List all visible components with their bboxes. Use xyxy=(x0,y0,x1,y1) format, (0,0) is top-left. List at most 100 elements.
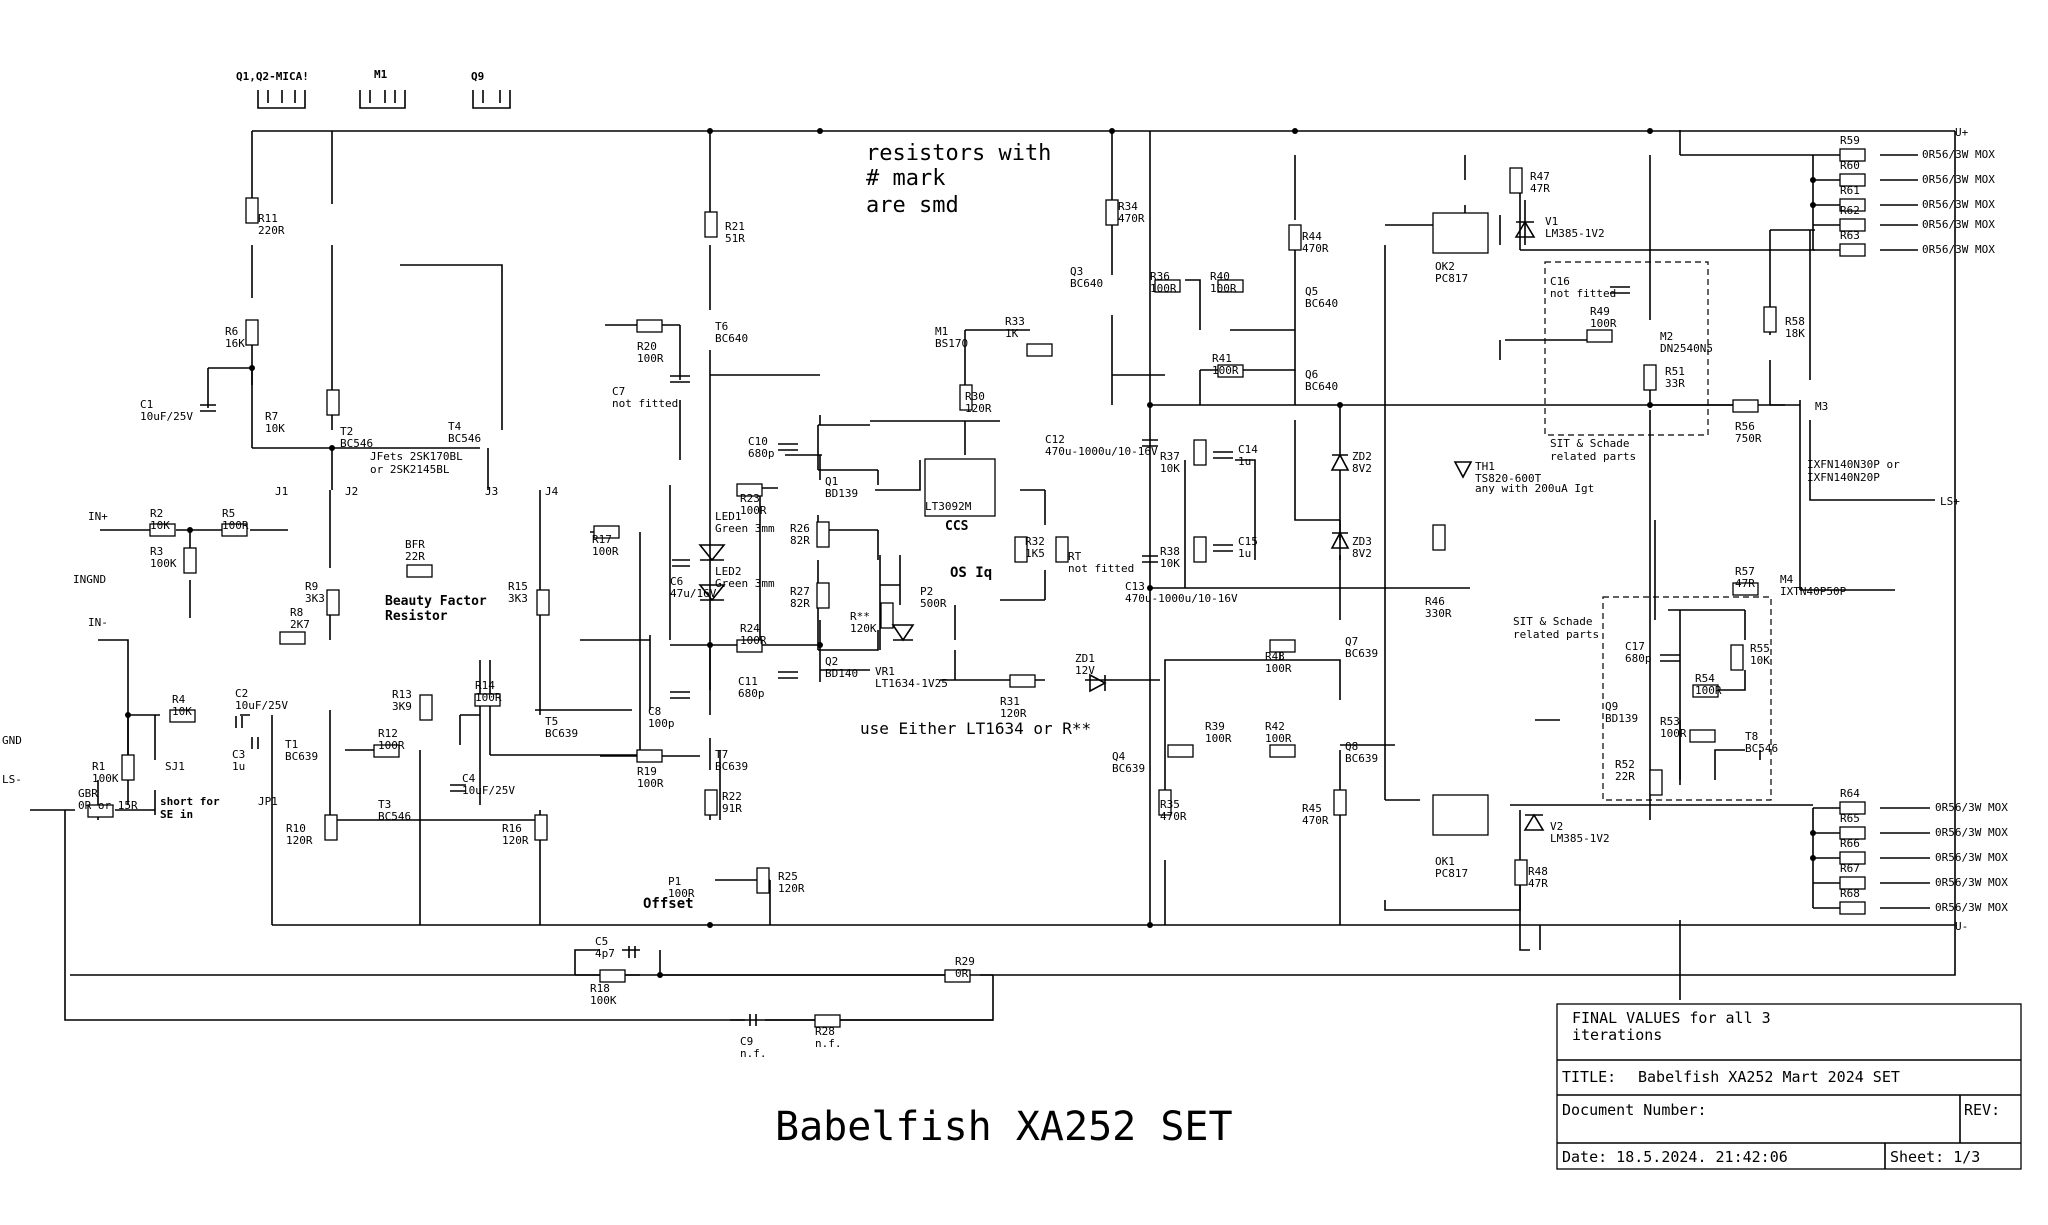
part-label-c13: C13 xyxy=(1125,580,1145,593)
part-value-led2: Green 3mm xyxy=(715,577,775,590)
part-label-led2: LED2 xyxy=(715,565,742,578)
part-label-zd1: ZD1 xyxy=(1075,652,1095,665)
part-value-r1: 100K xyxy=(92,772,119,785)
svg-text:0R56/3W MOX: 0R56/3W MOX xyxy=(1935,876,2008,889)
part-label-t8: T8 xyxy=(1745,730,1758,743)
part-label-r10: R10 xyxy=(286,822,306,835)
part-value-r26: 82R xyxy=(790,534,810,547)
part-value-r36: 100R xyxy=(1150,282,1177,295)
part-label-r62: R62 xyxy=(1840,204,1860,217)
part-value-r53: 100R xyxy=(1660,727,1687,740)
part-label-q2: Q2 xyxy=(825,655,838,668)
part-label-c7: C7 xyxy=(612,385,625,398)
part-label-r5: R5 xyxy=(222,507,235,520)
part-label-t7: T7 xyxy=(715,748,728,761)
sit-bot-note-line1: SIT & Schade xyxy=(1513,615,1592,628)
part-value-r: 120K xyxy=(850,622,877,635)
part-label-t6: T6 xyxy=(715,320,728,333)
part-label-r46: R46 xyxy=(1425,595,1445,608)
part-label-r1: R1 xyxy=(92,760,105,773)
part-label-sj1: SJ1 xyxy=(165,760,185,773)
part-label-r31: R31 xyxy=(1000,695,1020,708)
use-either-note: use Either LT1634 or R** xyxy=(860,719,1091,738)
part-label-r44: R44 xyxy=(1302,230,1322,243)
svg-text:0R56/3W MOX: 0R56/3W MOX xyxy=(1922,243,1995,256)
part-label-r18: R18 xyxy=(590,982,610,995)
part-label-c1: C1 xyxy=(140,398,153,411)
part-label-r6: R6 xyxy=(225,325,238,338)
part-label-r: R** xyxy=(850,610,870,623)
part-label-j2: J2 xyxy=(345,485,358,498)
part-value-c1: 10uF/25V xyxy=(140,410,193,423)
part-label-c14: C14 xyxy=(1238,443,1258,456)
part-label-t1: T1 xyxy=(285,738,298,751)
port-in-plus: IN+ xyxy=(88,510,108,523)
ccs-note: CCS xyxy=(945,519,969,534)
part-value-r38: 10K xyxy=(1160,557,1180,570)
part-value-p2: 500R xyxy=(920,597,947,610)
part-label-t2: T2 xyxy=(340,425,353,438)
part-label-r56: R56 xyxy=(1735,420,1755,433)
part-value-c8: 100p xyxy=(648,717,675,730)
part-label-bfr: BFR xyxy=(405,538,425,551)
part-value-t4: BC546 xyxy=(448,432,481,445)
part-value-r9: 3K3 xyxy=(305,592,325,605)
part-value-r23: 100R xyxy=(740,504,767,517)
part-value-r29: 0R xyxy=(955,967,969,980)
part-value-r4: 10K xyxy=(172,705,192,718)
part-value-c7: not fitted xyxy=(612,397,678,410)
part-value-r35: 470R xyxy=(1160,810,1187,823)
component-bodies xyxy=(87,148,1866,1028)
part-value-q4: BC639 xyxy=(1112,762,1145,775)
part-value-c3: 1u xyxy=(232,760,245,773)
part-value-r21: 51R xyxy=(725,232,745,245)
part-value-r58: 18K xyxy=(1785,327,1805,340)
part-label-r7: R7 xyxy=(265,410,278,423)
part-value-ok2: PC817 xyxy=(1435,272,1468,285)
title-label: TITLE: xyxy=(1562,1068,1616,1086)
offset-note: Offset xyxy=(643,896,694,912)
part-label-q7: Q7 xyxy=(1345,635,1358,648)
part-value-rt: not fitted xyxy=(1068,562,1134,575)
part-label-v2: V2 xyxy=(1550,820,1563,833)
sit-top-note-line1: SIT & Schade xyxy=(1550,437,1629,450)
smd-note-line1: resistors with xyxy=(866,141,1051,166)
part-label-m3: M3 xyxy=(1815,400,1828,413)
part-value-c14: 1u xyxy=(1238,455,1251,468)
big-title: Babelfish XA252 SET xyxy=(775,1104,1233,1150)
part-value-r22: 91R xyxy=(722,802,742,815)
part-label-r39: R39 xyxy=(1205,720,1225,733)
part-label-r55: R55 xyxy=(1750,642,1770,655)
part-label-r67: R67 xyxy=(1840,862,1860,875)
part-value-c17: 680p xyxy=(1625,652,1652,665)
part-label-c15: C15 xyxy=(1238,535,1258,548)
part-label-m4: M4 xyxy=(1780,573,1794,586)
smd-note-line2: # mark xyxy=(866,166,945,191)
part-value-r20: 100R xyxy=(637,352,664,365)
port-ls-plus: LS+ xyxy=(1940,495,1960,508)
sit-bot-note-line2: related parts xyxy=(1513,628,1599,641)
part-label-r34: R34 xyxy=(1118,200,1138,213)
part-value-r17: 100R xyxy=(592,545,619,558)
heatsink-label-q1q2: Q1,Q2-MICA! xyxy=(236,70,309,83)
part-value-r55: 10K xyxy=(1750,654,1770,667)
part-value-r7: 10K xyxy=(265,422,285,435)
part-value-r47: 47R xyxy=(1530,182,1550,195)
part-value-r6: 16K xyxy=(225,337,245,350)
part-value-r34: 470R xyxy=(1118,212,1145,225)
part-value-c9: n.f. xyxy=(740,1047,767,1060)
part-label-q3: Q3 xyxy=(1070,265,1083,278)
svg-text:0R56/3W MOX: 0R56/3W MOX xyxy=(1922,173,1995,186)
part-label-r24: R24 xyxy=(740,622,760,635)
heatsink-label-m1: M1 xyxy=(374,68,388,81)
part-label-q9: Q9 xyxy=(1605,700,1618,713)
sit-top-note-line2: related parts xyxy=(1550,450,1636,463)
part-label-r3: R3 xyxy=(150,545,163,558)
part-label-lt3092m: LT3092M xyxy=(925,500,972,513)
part-label-c11: C11 xyxy=(738,675,758,688)
svg-text:0R56/3W MOX: 0R56/3W MOX xyxy=(1922,198,1995,211)
part-value-r15: 3K3 xyxy=(508,592,528,605)
part-value-r44: 470R xyxy=(1302,242,1329,255)
part-label-r66: R66 xyxy=(1840,837,1860,850)
